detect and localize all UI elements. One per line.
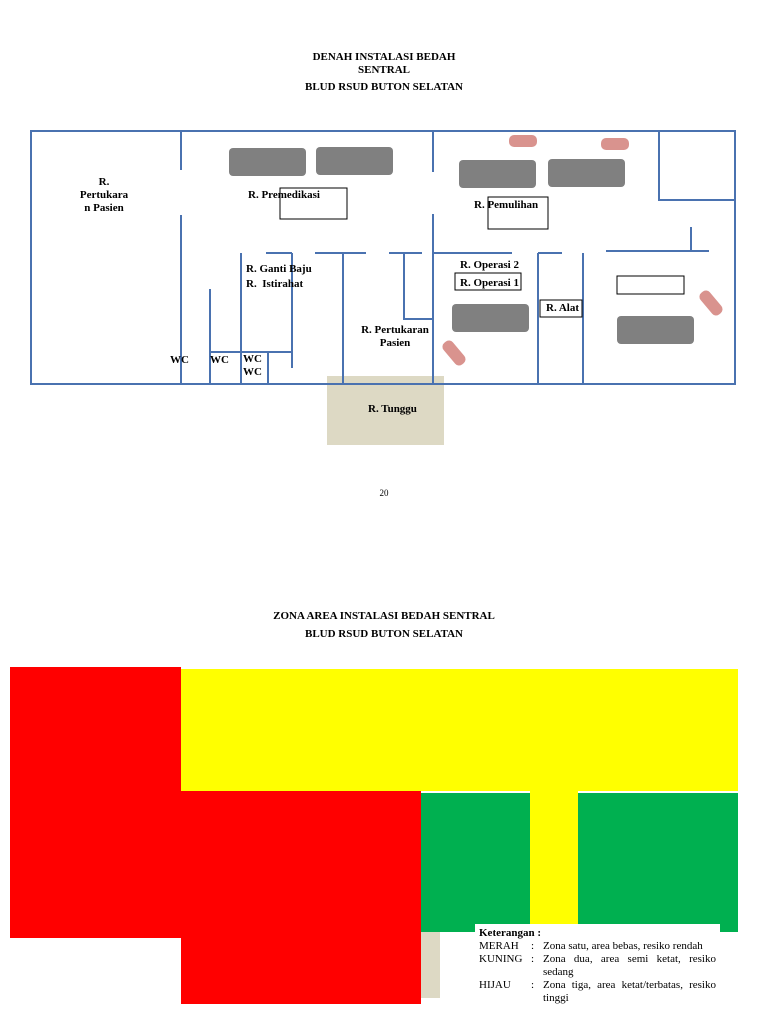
room-operasi-2: R. Operasi 2 (460, 259, 519, 271)
room-pertukaran-pasien-center: R. Pertukaran Pasien (350, 324, 440, 350)
legend-key: HIJAU (479, 979, 511, 991)
legend-sep: : (531, 940, 535, 952)
legend-sep: : (531, 979, 535, 991)
room-pertukaran-center-line1: R. Pertukaran (361, 324, 429, 336)
room-wc-2: WC (210, 354, 229, 366)
room-istirahat: R. Istirahat (246, 278, 304, 290)
room-operasi-1: R. Operasi 1 (460, 277, 519, 289)
legend-desc: Zona tiga, area ketat/terbatas, resiko t… (543, 979, 716, 1004)
legend-desc: Zona dua, area semi ketat, resiko sedang (543, 953, 716, 978)
room-pemulihan: R. Pemulihan (474, 199, 539, 211)
room-pertukaran-left-line1: R. (98, 176, 110, 188)
bed-operasi-1 (452, 304, 529, 332)
equipment-pink-4 (699, 290, 723, 316)
legend-desc: Zona satu, area bebas, resiko rendah (543, 940, 703, 952)
legend-heading: Keterangan : (479, 927, 542, 939)
zone-yellow-corridor (530, 791, 578, 932)
bed-premedikasi-2 (316, 147, 393, 175)
wall-top-right-room (658, 131, 735, 201)
page-number: 20 (379, 488, 389, 498)
room-wc-3: WC (243, 353, 262, 365)
label-box-empty (616, 275, 685, 295)
legend-row-kuning: KUNING : Zona dua, area semi ketat, resi… (479, 953, 716, 979)
room-ganti-baju: R. Ganti Baju (246, 263, 312, 275)
bed-pemulihan-2 (548, 159, 625, 187)
legend-key: KUNING (479, 953, 523, 965)
zone-title-line1: ZONA AREA INSTALASI BEDAH SENTRAL (273, 610, 495, 622)
room-wc-4: WC (243, 366, 262, 378)
floorplan-drawing (30, 130, 736, 445)
zone-green-left (421, 793, 530, 932)
label-box-operasi1 (454, 272, 522, 291)
room-pertukaran-left-line2: Pertukara (79, 189, 129, 201)
label-box-pemulihan (487, 196, 549, 230)
room-pertukaran-pasien-left: R. Pertukara n Pasien (64, 176, 144, 215)
zone-legend: Keterangan : MERAH : Zona satu, area beb… (475, 924, 720, 1024)
bed-pemulihan-1 (459, 160, 536, 188)
wall-pertukaran-nook (403, 253, 433, 320)
legend-key: MERAH (479, 940, 519, 952)
room-tunggu: R. Tunggu (368, 403, 417, 415)
zone-title: ZONA AREA INSTALASI BEDAH SENTRAL BLUD R… (0, 607, 768, 643)
room-alat: R. Alat (546, 302, 579, 314)
zone-red-left (10, 667, 181, 938)
label-box-premedikasi (279, 187, 348, 220)
zone-green-right (578, 793, 738, 932)
bed-premedikasi-1 (229, 148, 306, 176)
legend-row-hijau: HIJAU : Zona tiga, area ketat/terbatas, … (479, 979, 716, 1005)
room-pertukaran-left-line3: n Pasien (84, 202, 124, 214)
bed-operasi-2 (617, 316, 694, 344)
outer-wall (30, 130, 736, 385)
waiting-room-area (327, 376, 444, 445)
legend-row-merah: MERAH : Zona satu, area bebas, resiko re… (479, 940, 716, 953)
equipment-pink-2 (601, 138, 629, 150)
floorplan-title: DENAH INSTALASI BEDAH SENTRAL BLUD RSUD … (0, 50, 768, 95)
floorplan-title-line1: DENAH INSTALASI BEDAH (312, 51, 456, 63)
equipment-pink-3 (442, 340, 466, 366)
equipment-pink-1 (509, 135, 537, 147)
zone-beige-waiting (418, 930, 440, 998)
zone-yellow-top (181, 669, 738, 791)
room-wc-1: WC (170, 354, 189, 366)
floorplan-title-line3: BLUD RSUD BUTON SELATAN (304, 81, 463, 93)
zone-red-center (181, 791, 421, 1004)
label-box-alat (539, 299, 583, 318)
floorplan-title-line2: SENTRAL (358, 64, 410, 76)
legend-sep: : (531, 953, 535, 965)
room-premedikasi: R. Premedikasi (248, 189, 320, 201)
zone-title-line2: BLUD RSUD BUTON SELATAN (304, 628, 463, 640)
room-pertukaran-center-line2: Pasien (379, 337, 411, 349)
